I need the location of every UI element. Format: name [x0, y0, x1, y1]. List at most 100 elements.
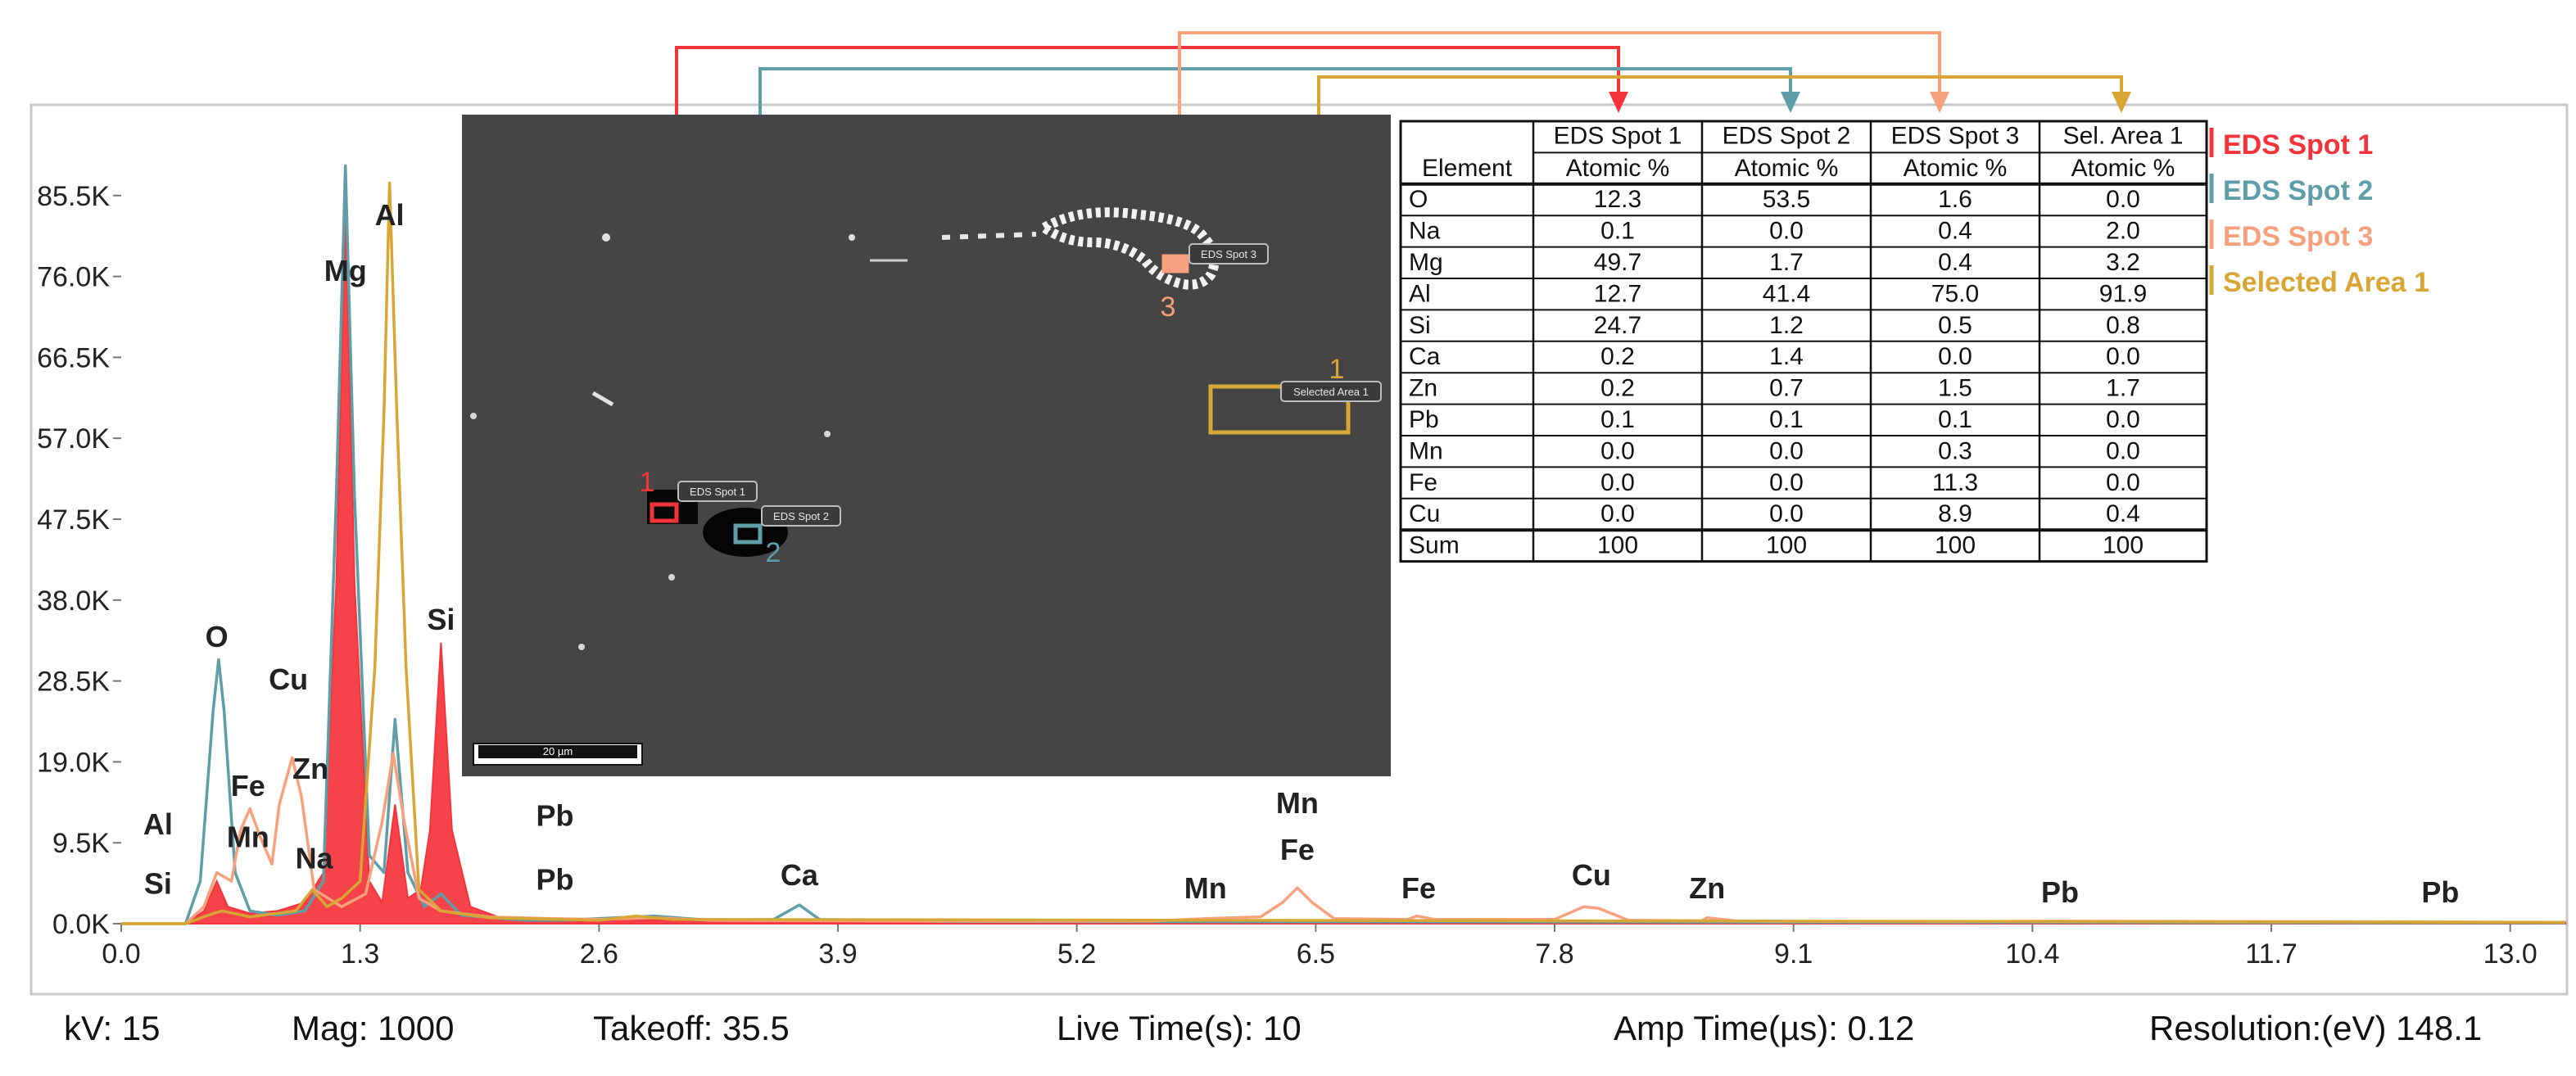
peak-label: Pb — [2041, 875, 2079, 909]
peak-label: Fe — [1401, 871, 1436, 905]
status-kv: kV: 15 — [64, 1009, 161, 1047]
table-header-cell: Atomic % — [1735, 155, 1839, 182]
x-tick-label: 2.6 — [580, 938, 618, 970]
table-cell: O — [1409, 186, 1428, 213]
sem-image: EDS Spot 1 EDS Spot 2 EDS Spot 3 Selecte… — [462, 115, 1391, 776]
table-header-cell: EDS Spot 1 — [1554, 123, 1682, 150]
status-live-time: Live Time(s): 10 — [1057, 1009, 1302, 1047]
table-cell: Pb — [1409, 406, 1439, 433]
table-cell: 91.9 — [2099, 280, 2147, 307]
status-mag: Mag: 1000 — [292, 1009, 455, 1047]
table-header-cell: Atomic % — [1566, 155, 1670, 182]
table-cell: Ca — [1409, 343, 1441, 370]
x-tick-label: 3.9 — [818, 938, 857, 970]
table-cell: Mn — [1409, 437, 1443, 464]
peak-label: Zn — [292, 752, 328, 785]
sem-scratch — [591, 391, 614, 407]
table-cell: 1.2 — [1769, 312, 1804, 339]
table-cell: 100 — [1935, 532, 1976, 559]
table-header-cell: EDS Spot 3 — [1891, 123, 2020, 150]
sem-image-background — [462, 115, 1391, 776]
marker-box-selected-area-1 — [1208, 384, 1351, 435]
table-cell: 100 — [1597, 532, 1638, 559]
marker-tag-text: EDS Spot 1 — [690, 486, 745, 498]
peak-label: Pb — [2421, 875, 2459, 909]
peak-label: Cu — [269, 662, 308, 696]
peak-label: Zn — [1689, 871, 1725, 905]
table-cell: 0.2 — [1600, 343, 1635, 370]
table-cell: Sum — [1409, 532, 1460, 559]
y-axis: 0.0K9.5K19.0K28.5K38.0K47.5K57.0K66.5K76… — [37, 181, 121, 940]
sem-speck — [470, 413, 477, 419]
peak-label: Si — [427, 603, 455, 636]
table-cell: Na — [1409, 218, 1441, 245]
x-tick-label: 7.8 — [1535, 938, 1573, 970]
table-cell: 41.4 — [1763, 280, 1810, 307]
status-resolution: Resolution:(eV) 148.1 — [2149, 1009, 2483, 1047]
peak-label: Mg — [324, 254, 367, 287]
marker-number-selected-area-1: 1 — [1329, 354, 1345, 385]
table-cell: 12.3 — [1594, 186, 1641, 213]
legend-label: EDS Spot 3 — [2223, 221, 2373, 252]
y-tick-label: 38.0K — [37, 585, 110, 617]
table-cell: Fe — [1409, 469, 1437, 496]
table-cell: 0.0 — [1769, 218, 1804, 245]
table-cell: 0.4 — [2106, 500, 2140, 527]
marker-tag-eds-spot-1: EDS Spot 1 — [677, 481, 758, 502]
y-tick-label: 57.0K — [37, 423, 110, 454]
table-header-cell: Atomic % — [1904, 155, 2008, 182]
spectrum-series — [121, 164, 2566, 925]
table-cell: 0.0 — [1600, 500, 1635, 527]
marker-tag-selected-area-1: Selected Area 1 — [1280, 381, 1382, 402]
status-amp-time: Amp Time(µs): 0.12 — [1614, 1009, 1915, 1047]
table-cell: 0.3 — [1938, 437, 1972, 464]
table-cell: 0.0 — [2106, 469, 2140, 496]
table-cell: 0.0 — [2106, 186, 2140, 213]
table-cell: 0.2 — [1600, 375, 1635, 402]
sem-speck — [849, 234, 855, 241]
marker-tag-text: EDS Spot 2 — [773, 510, 829, 522]
marker-box-eds-spot-2 — [733, 523, 763, 545]
scale-bar-label-bg — [478, 745, 637, 758]
x-tick-label: 9.1 — [1774, 938, 1813, 970]
table-cell: 0.1 — [1600, 218, 1635, 245]
series-line-selected-area-1 — [121, 181, 2566, 925]
table-cell: 100 — [2103, 532, 2144, 559]
table-cell: 3.2 — [2106, 249, 2140, 276]
table-cell: 1.4 — [1769, 343, 1804, 370]
x-tick-label: 5.2 — [1057, 938, 1096, 970]
table-cell: Cu — [1409, 500, 1440, 527]
sem-speck — [578, 644, 585, 650]
table-cell: 0.1 — [1769, 406, 1804, 433]
table-cell: 11.3 — [1932, 469, 1978, 496]
table-cell: 1.7 — [2106, 375, 2140, 402]
sem-particle-tail — [941, 232, 1037, 240]
arrowhead-eds-spot-1 — [1609, 92, 1628, 113]
arrowhead-eds-spot-2 — [1781, 92, 1800, 113]
arrowhead-eds-spot-3 — [1930, 92, 1949, 113]
table-header-cell: Sel. Area 1 — [2063, 123, 2184, 150]
table-cell: 0.0 — [1769, 500, 1804, 527]
peak-label: Mn — [1184, 871, 1227, 905]
x-tick-label: 1.3 — [341, 938, 379, 970]
table-cell: Si — [1409, 312, 1431, 339]
arrowhead-selected-area-1 — [2112, 92, 2131, 113]
peak-label: Pb — [536, 862, 573, 896]
table-cell: 0.5 — [1938, 312, 1972, 339]
peak-label: Mn — [1276, 786, 1319, 820]
marker-tag-eds-spot-2: EDS Spot 2 — [761, 505, 841, 527]
peak-label: Fe — [231, 769, 265, 802]
table-cell: Al — [1409, 280, 1431, 307]
table-cell: 1.7 — [1769, 249, 1804, 276]
table-cell: 12.7 — [1594, 280, 1641, 307]
y-tick-label: 85.5K — [37, 181, 110, 212]
sem-image-sheen — [462, 115, 1391, 776]
marker-number-eds-spot-2: 2 — [766, 537, 781, 568]
table-cell: 2.0 — [2106, 218, 2140, 245]
marker-tag-eds-spot-3: EDS Spot 3 — [1188, 243, 1269, 264]
peak-label: Pb — [536, 798, 573, 832]
y-tick-label: 19.0K — [37, 747, 110, 778]
